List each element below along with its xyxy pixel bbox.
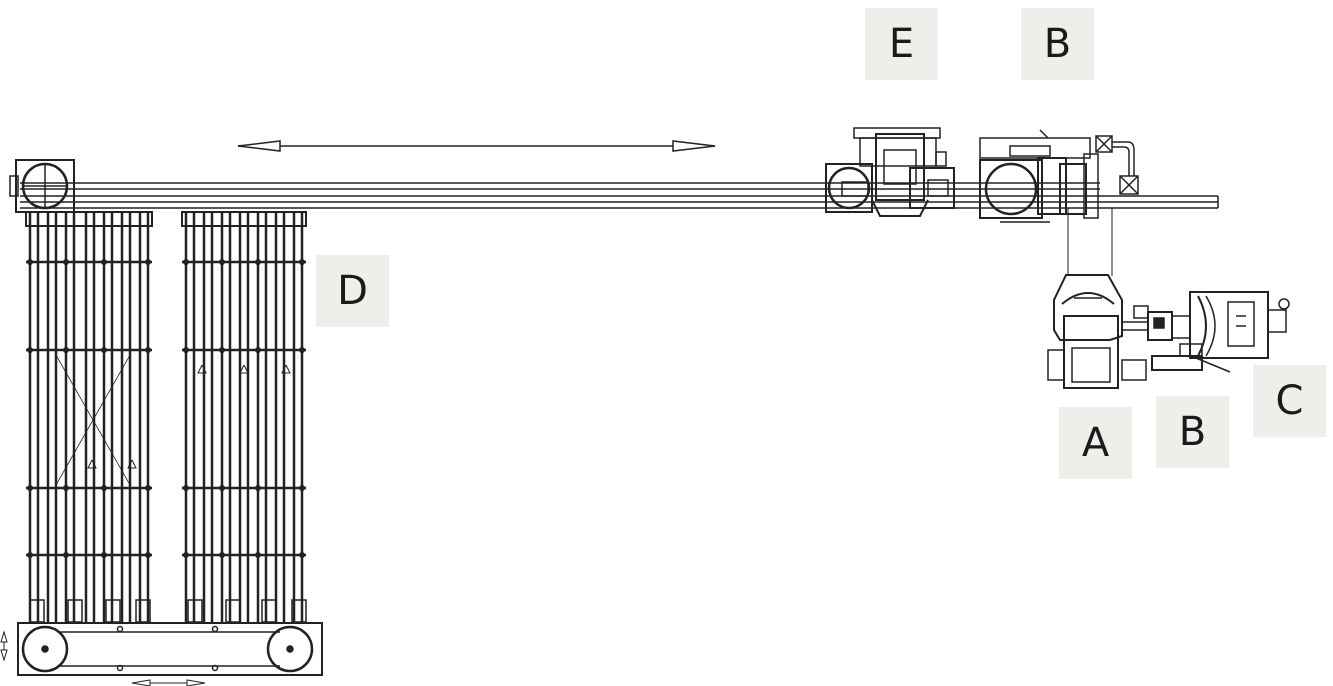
label-e: E (865, 8, 938, 80)
left-drive-wheel (9, 159, 75, 213)
trolley-unit-e (825, 127, 955, 217)
label-c: C (1253, 365, 1326, 437)
storage-rack-d (25, 211, 307, 624)
link-rails (1067, 208, 1113, 276)
motor-unit-c (1189, 291, 1290, 373)
carriage-unit-b-top (979, 129, 1139, 223)
travel-arrow-top (237, 140, 716, 152)
label-d: D (316, 255, 389, 327)
conveyor-arrows (0, 630, 206, 686)
label-b-bottom: B (1156, 396, 1229, 468)
bottom-conveyor (17, 622, 323, 676)
main-rail (20, 182, 1219, 209)
coupling-unit-b-bottom (1121, 305, 1203, 381)
drum-unit-a (1047, 274, 1123, 389)
label-a: A (1059, 407, 1132, 479)
label-b-top: B (1021, 8, 1094, 80)
